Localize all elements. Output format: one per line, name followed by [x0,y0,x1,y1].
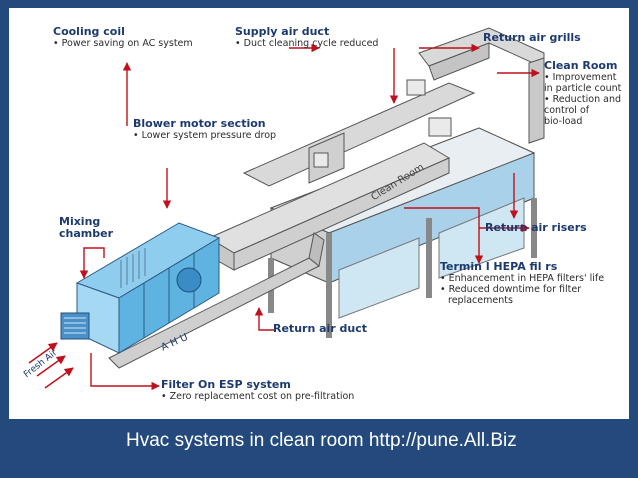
terminal-hepa-label: Termin l HEPA fil rs • Enhancement in HE… [440,260,605,307]
mixing-chamber-label: Mixing chamber [59,216,113,240]
supply-air-duct-title: Supply air duct [235,25,330,38]
terminal-hepa-title: Termin l HEPA fil rs [440,260,558,273]
filter-esp-title: Filter On ESP system [161,378,291,391]
clean-room-label: Clean Room • Improvement in particle cou… [544,59,622,128]
terminal-hepa-note-2: replacements [448,295,513,306]
clean-room-note-2: • Reduction and [544,94,622,105]
filter-esp-label: Filter On ESP system • Zero replacement … [161,378,355,403]
blower-motor-title: Blower motor section [133,117,266,130]
cooling-coil-label: Cooling coil • Power saving on AC system [53,25,193,50]
return-air-risers-label: Return air risers [485,222,587,234]
return-air-duct-title: Return air duct [273,322,368,335]
terminal-hepa-note-1: • Reduced downtime for filter [440,284,582,295]
filter-esp-note: • Zero replacement cost on pre-filtratio… [161,391,355,402]
clean-room-note-4: bio-load [544,116,583,127]
clean-room-note-3: control of [544,105,590,116]
connecting-duct [108,142,451,369]
return-air-grills-label: Return air grills [483,32,581,44]
clean-room-note-1: in particle count [544,83,622,94]
leader-arrows [79,43,540,391]
return-air-duct-label: Return air duct [273,323,367,335]
slide-caption: Hvac systems in clean room http://pune.A… [126,430,517,451]
supply-air-duct-note: • Duct cleaning cycle reduced [235,38,379,49]
ahu-unit [60,222,221,354]
supply-duct-frame [242,27,545,195]
fresh-air-arrows [28,342,74,389]
mixing-chamber-title-0: Mixing [59,215,101,228]
return-air-risers-title: Return air risers [485,221,587,234]
return-air-grills-title: Return air grills [483,31,581,44]
clean-room-note-0: • Improvement [544,72,617,83]
mixing-chamber-title-1: chamber [59,227,113,240]
hvac-diagram: Clean Room A H U Fresh Air [22,27,545,391]
terminal-hepa-note-0: • Enhancement in HEPA filters' life [440,273,605,284]
diagram-panel: Clean Room A H U Fresh Air Cooling coil … [9,8,629,419]
blower-motor-label: Blower motor section • Lower system pres… [133,117,277,142]
blower-motor-note: • Lower system pressure drop [133,130,277,141]
cooling-coil-title: Cooling coil [53,25,125,38]
supply-air-duct-label: Supply air duct • Duct cleaning cycle re… [235,25,379,50]
clean-room-title: Clean Room [544,59,618,72]
cooling-coil-note: • Power saving on AC system [53,38,193,49]
